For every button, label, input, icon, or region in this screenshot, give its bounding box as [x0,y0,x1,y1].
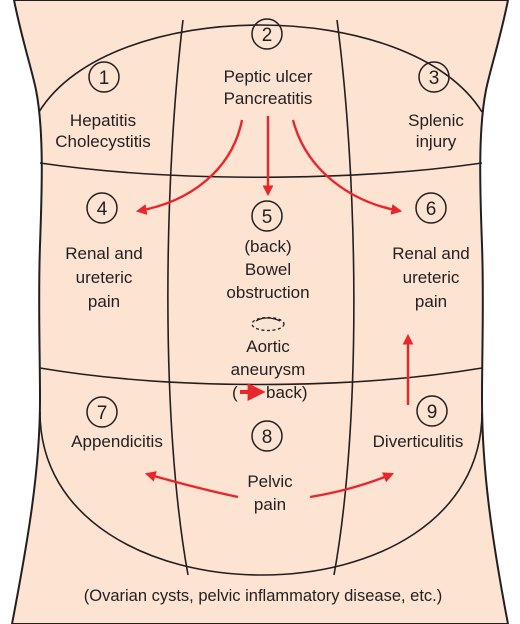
region-number-text: 4 [97,199,108,220]
region-2-label-line1: Peptic ulcer [224,67,313,86]
region-number-text: 1 [99,68,110,89]
region-8-label-line1: Pelvic [247,472,293,491]
region-number-text: 8 [262,427,273,448]
region-5-label-line5: aneurysm [231,360,306,379]
region-5-back-close: back) [266,383,308,402]
region-5-label-line4: Aortic [246,337,290,356]
region-6-label-line3: pain [415,292,447,311]
region-number-text: 9 [427,402,438,423]
region-6-label-line1: Renal and [392,244,470,263]
region-4-label-line1: Renal and [65,244,143,263]
region-1-label-line2: Cholecystitis [55,132,150,151]
region-8-label-line2: pain [254,495,286,514]
region-6-label-line2: ureteric [403,268,460,287]
region-3-label-line1: Splenic [408,111,464,130]
region-5-label-line3: obstruction [226,283,309,302]
region-7-label: Appendicitis [71,432,163,451]
footer-note: (Ovarian cysts, pelvic inflammatory dise… [84,587,443,605]
region-2-label-line2: Pancreatitis [224,89,313,108]
region-5-label-line1: (back) [244,237,291,256]
region-9-label: Diverticulitis [373,432,464,451]
region-number-text: 5 [262,207,273,228]
region-number-text: 3 [429,68,440,89]
region-number-text: 7 [97,403,108,424]
region-4-label-line2: ureteric [76,268,133,287]
region-number-text: 6 [426,199,437,220]
region-5-back-open: ( [232,383,238,402]
region-5-label-line2: Bowel [245,260,291,279]
region-3-label-line2: injury [416,132,457,151]
region-1-label-line1: Hepatitis [70,111,136,130]
region-4-label-line3: pain [88,292,120,311]
region-number-text: 2 [262,25,273,46]
